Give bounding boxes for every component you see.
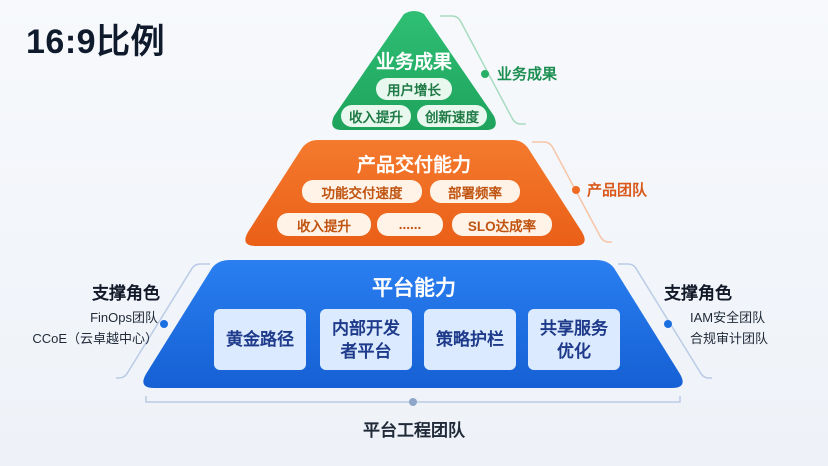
top-level-shape — [332, 11, 496, 130]
middle-item-1: 功能交付速度 — [302, 180, 422, 203]
top-item-1: 用户增长 — [376, 78, 452, 100]
right-support-line-1: IAM安全团队 — [690, 310, 766, 325]
middle-level-title: 产品交付能力 — [356, 155, 471, 176]
bottom-label: 平台工程团队 — [363, 421, 465, 440]
top-item-2: 收入提升 — [341, 105, 411, 127]
middle-side-label: 产品团队 — [587, 182, 648, 199]
left-support-line-2: CCoE（云卓越中心） — [32, 331, 158, 346]
platform-card-idp: 内部开发者平台 — [320, 309, 412, 370]
dot-middle — [572, 186, 580, 194]
middle-item-4: ...... — [377, 213, 443, 236]
dot-right — [664, 320, 672, 328]
left-support-title: 支撑角色 — [92, 284, 160, 303]
platform-card-shared-services: 共享服务优化 — [528, 309, 620, 370]
bracket-left — [116, 263, 210, 379]
top-item-3: 创新速度 — [417, 105, 487, 127]
platform-card-guardrails: 策略护栏 — [424, 309, 516, 370]
right-support-line-2: 合规审计团队 — [690, 331, 769, 346]
dot-left — [160, 320, 168, 328]
page-title: 16:9比例 — [26, 23, 166, 61]
middle-item-2: 部署频率 — [430, 180, 520, 203]
middle-item-3: 收入提升 — [277, 213, 371, 236]
top-level-title: 业务成果 — [375, 52, 452, 73]
bottom-level-title: 平台能力 — [372, 277, 456, 300]
middle-item-5: SLO达成率 — [452, 213, 552, 236]
top-side-label: 业务成果 — [497, 66, 558, 83]
right-support-title: 支撑角色 — [664, 284, 732, 303]
dot-top — [481, 70, 489, 78]
left-support-line-1: FinOps团队 — [90, 310, 158, 325]
dot-bottom — [409, 398, 417, 406]
platform-card-golden-path: 黄金路径 — [214, 309, 306, 370]
